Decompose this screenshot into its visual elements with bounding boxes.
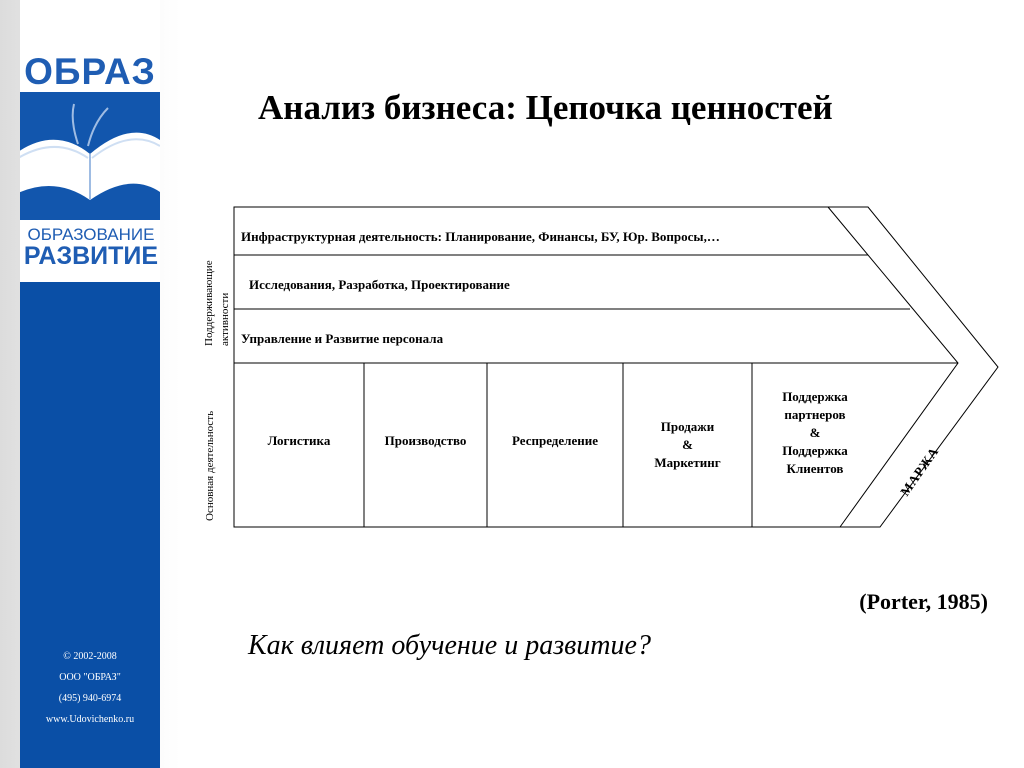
logo-book-icon [4, 92, 161, 220]
primary-cell-logistics: Логистика [234, 363, 364, 519]
primary-cell-distribution-text: Респределение [512, 433, 598, 448]
footer-phone: (495) 940-6974 [58, 693, 122, 704]
primary-cell-distribution: Респределение [487, 363, 623, 519]
citation: (Porter, 1985) [859, 589, 988, 614]
sidebar-blue-panel [20, 282, 160, 768]
support-row-research: Исследования, Разработка, Проектирование [249, 277, 510, 292]
primary-activities-label: Основная деятельность [204, 410, 216, 521]
support-row-infrastructure: Инфраструктурная деятельность: Планирова… [241, 229, 720, 244]
footer-info: © 2002-2008 ООО "ОБРАЗ" (495) 940-6974 w… [20, 646, 160, 730]
primary-cell-logistics-text: Логистика [267, 433, 331, 448]
primary-cell-sales-marketing-text: Продажи & Маркетинг [654, 419, 721, 470]
support-activities-label-line1: Поддерживающие [203, 260, 215, 346]
logo-subtitle-education: ОБРАЗОВАНИЕ [27, 225, 155, 244]
primary-cell-support: Поддержка партнеров & Поддержка Клиентов [752, 363, 878, 503]
logo-wordmark: ОБРАЗ [24, 51, 156, 92]
primary-cell-production-text: Производство [384, 433, 467, 448]
footer-website[interactable]: www.Udovichenko.ru [45, 714, 135, 725]
book-icon [4, 103, 161, 200]
primary-cell-production: Производство [364, 363, 487, 519]
footer-company: ООО "ОБРАЗ" [59, 672, 121, 683]
primary-cell-sales-marketing: Продажи & Маркетинг [623, 363, 752, 527]
discussion-question: Как влияет обучение и развитие? [248, 630, 651, 661]
footer-copyright: © 2002-2008 [63, 651, 117, 662]
support-activities-label-line2: активности [219, 292, 231, 346]
chain-outline [233, 206, 999, 528]
slide-title: Анализ бизнеса: Цепочка ценностей [258, 88, 833, 127]
support-row-hr: Управление и Развитие персонала [241, 331, 444, 346]
logo-subtitle-development: РАЗВИТИЕ [23, 242, 159, 270]
primary-cell-support-text: Поддержка партнеров & Поддержка Клиентов [782, 389, 848, 476]
